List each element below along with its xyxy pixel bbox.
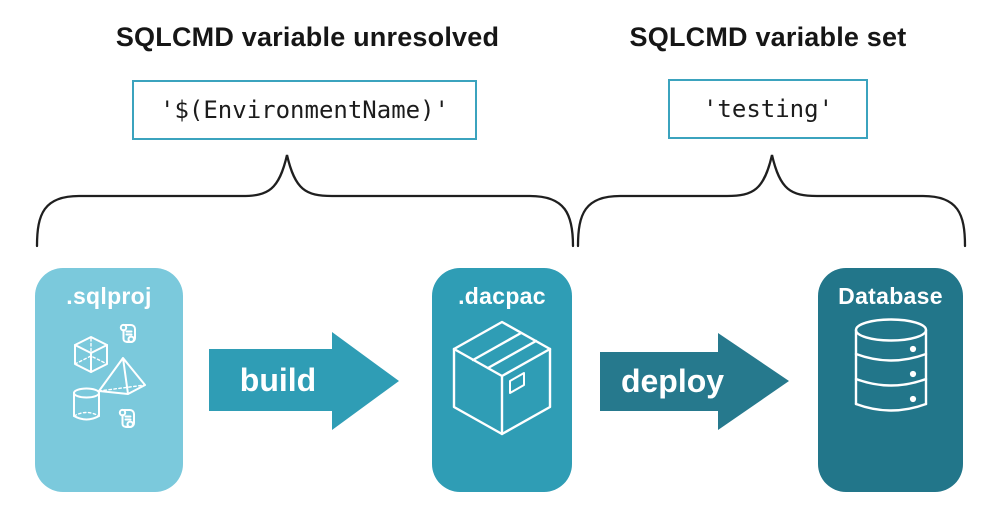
left-brace: [35, 154, 575, 248]
cylinder-icon: [73, 387, 100, 421]
stage-database: Database: [818, 268, 963, 492]
code-text-testing: 'testing': [702, 95, 834, 123]
stage-sqlproj: .sqlproj: [35, 268, 183, 492]
deploy-arrow: [600, 333, 789, 430]
script-scroll-icon: [119, 323, 136, 343]
heading-variable-set: SQLCMD variable set: [629, 22, 907, 52]
code-box-environment-name: '$(EnvironmentName)': [132, 80, 477, 140]
code-text-environment-name: '$(EnvironmentName)': [160, 96, 449, 124]
code-box-testing: 'testing': [668, 79, 868, 139]
build-arrow-label: build: [239, 361, 317, 398]
build-arrow: [209, 332, 399, 430]
cube-icon: [74, 336, 108, 373]
package-box-icon: [452, 320, 552, 436]
database-cylinder-icon: [854, 318, 927, 412]
right-brace: [576, 154, 967, 248]
heading-variable-unresolved: SQLCMD variable unresolved: [115, 22, 500, 52]
script-scroll-icon: [118, 408, 135, 428]
stage-dacpac-label: .dacpac: [458, 283, 546, 309]
pyramid-icon: [98, 357, 146, 395]
sql-project-objects-icon: [73, 323, 146, 428]
stage-database-label: Database: [838, 283, 943, 309]
deploy-arrow-label: deploy: [620, 363, 725, 399]
stage-dacpac: .dacpac: [432, 268, 572, 492]
stage-sqlproj-label: .sqlproj: [66, 283, 152, 309]
